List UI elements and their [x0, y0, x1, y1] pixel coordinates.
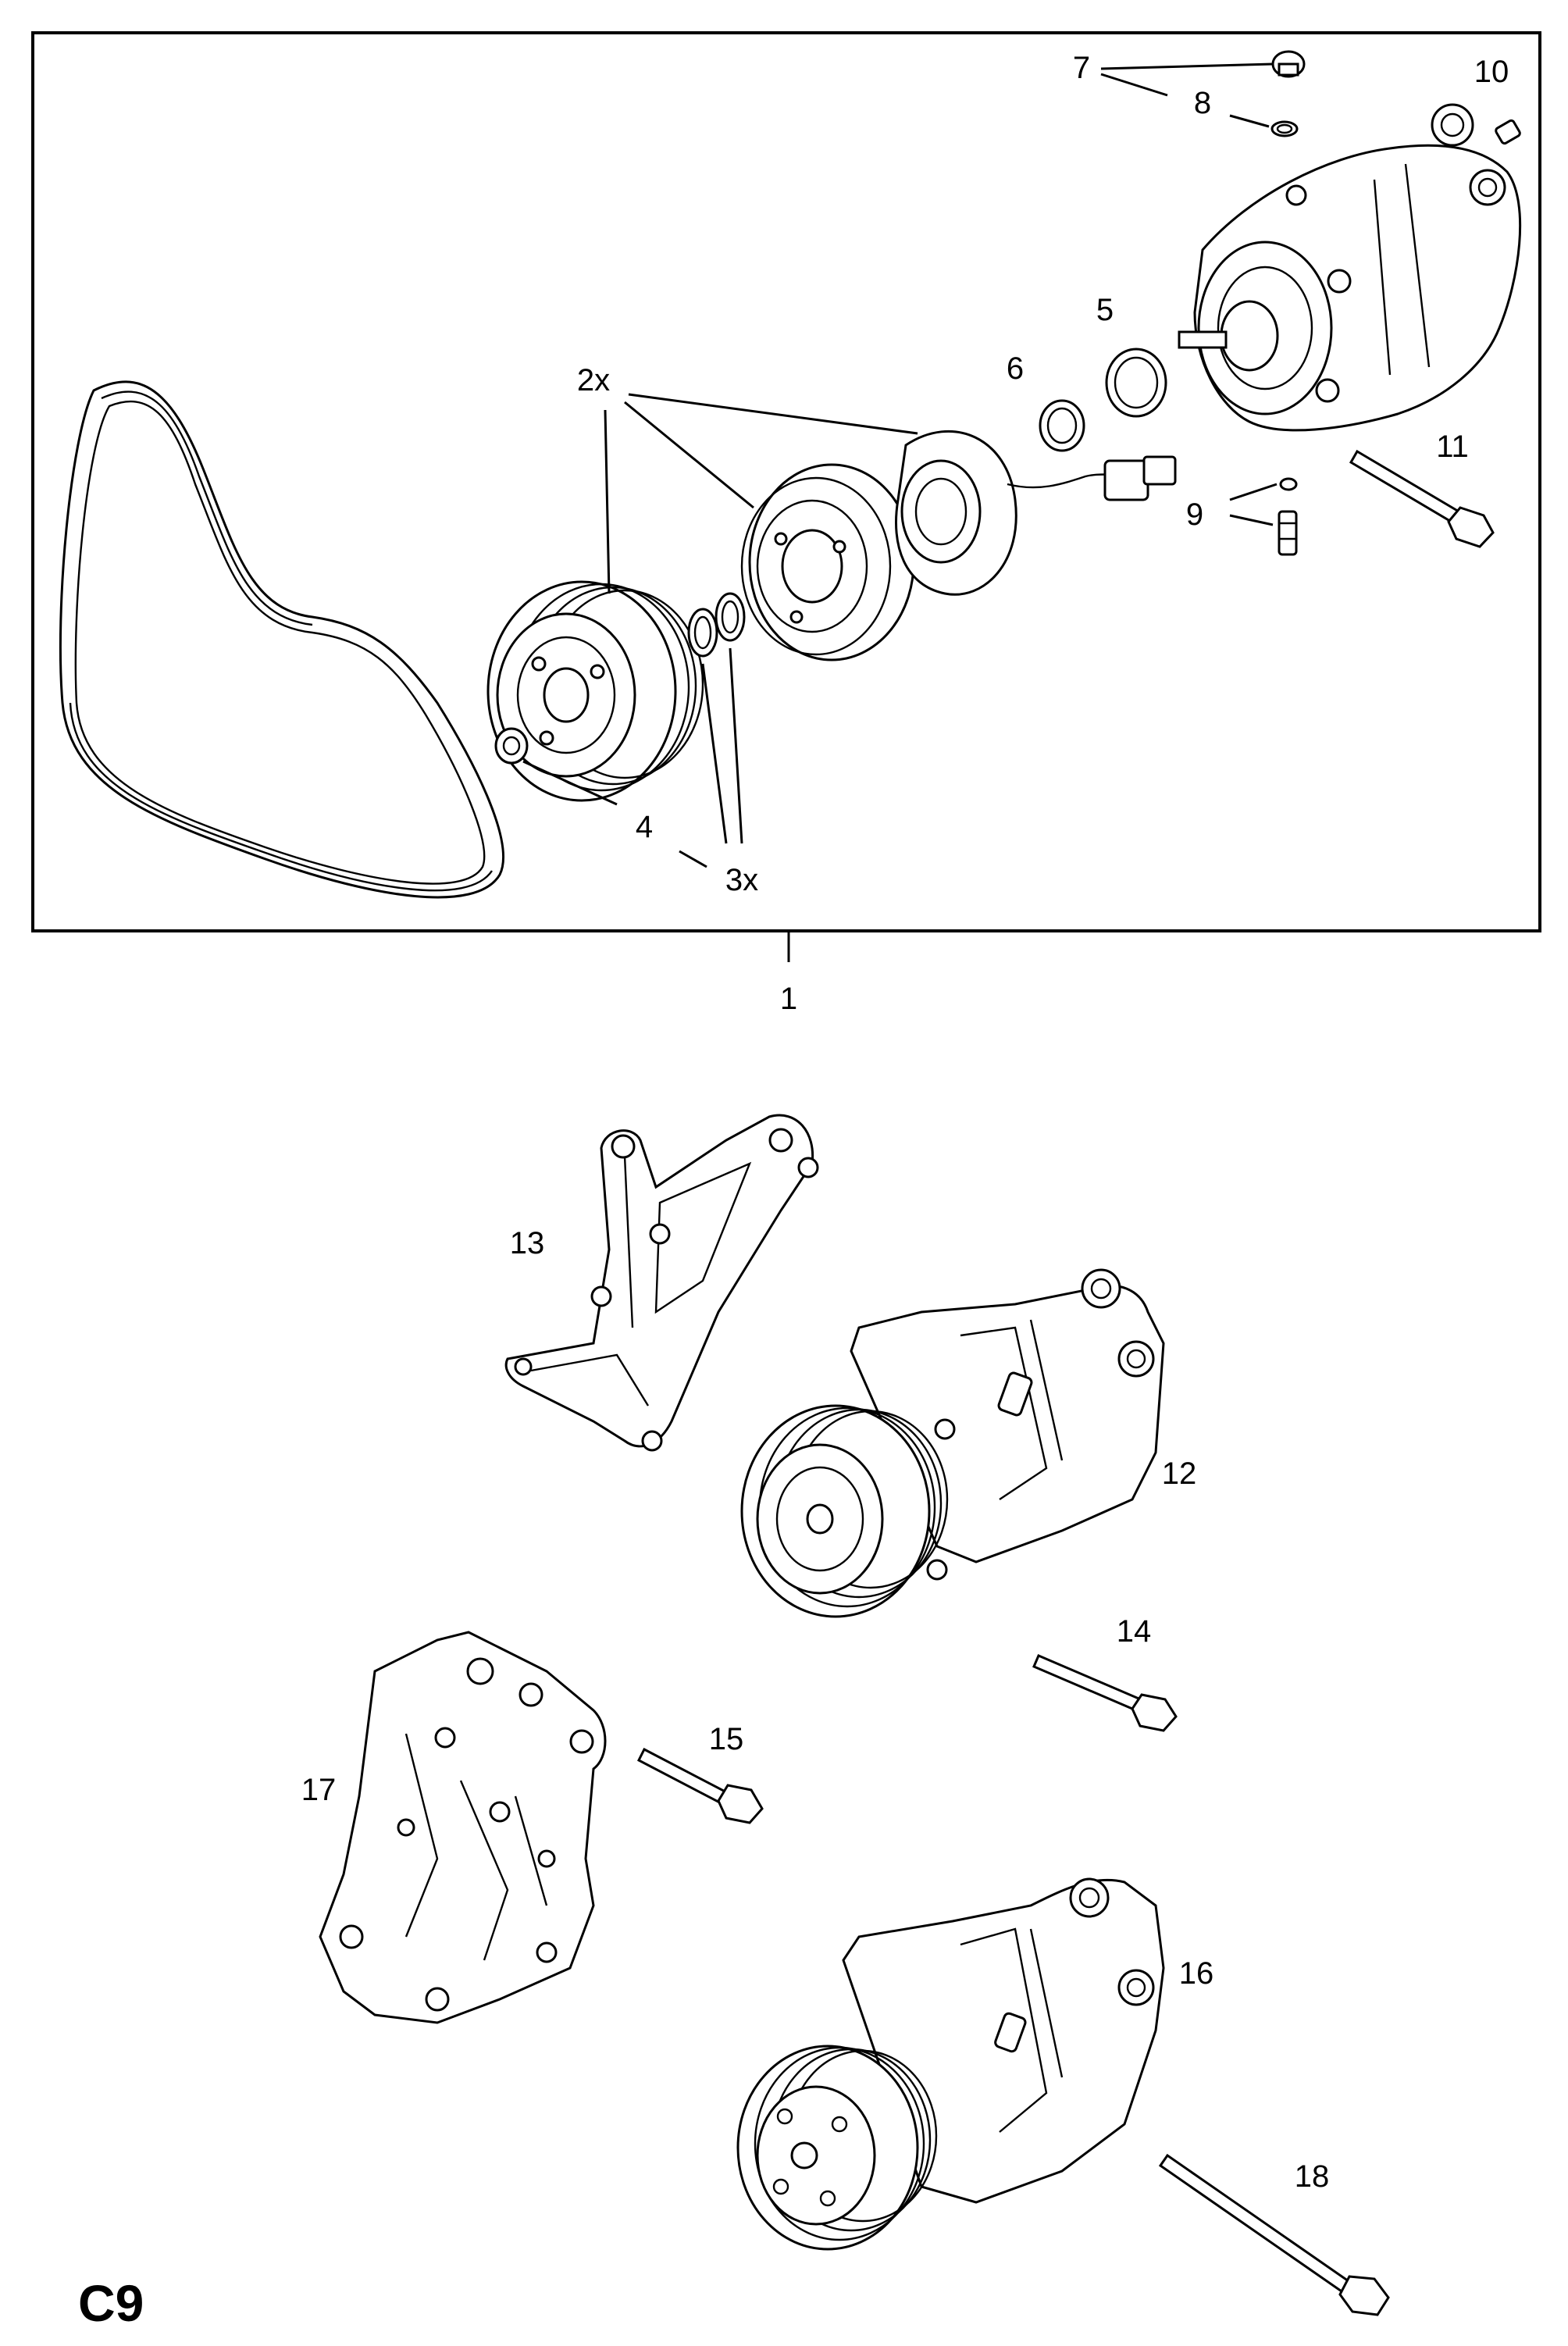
- bolt-18: [1158, 2153, 1390, 2316]
- callout-11: 11: [1436, 430, 1469, 464]
- compressor-16: [736, 1877, 1165, 2251]
- bolt-14: [1032, 1654, 1178, 1732]
- nut-4: [494, 727, 529, 765]
- shim-washers: [687, 592, 746, 658]
- o-ring-8: [1270, 120, 1299, 137]
- plug-7: [1271, 50, 1306, 78]
- bolt-15: [636, 1747, 764, 1824]
- clutch-pulley: [486, 580, 704, 802]
- callout-10: 10: [1474, 55, 1509, 89]
- fitting-10: [1495, 119, 1521, 145]
- callout-17: 17: [301, 1773, 337, 1807]
- relief-valve-9: [1278, 477, 1298, 556]
- clutch-hub-plate: [740, 463, 915, 661]
- callout-16: 16: [1179, 1956, 1214, 1991]
- callout-1: 1: [780, 982, 797, 1016]
- mounting-bracket-13: [504, 1114, 819, 1452]
- mounting-bracket-17: [319, 1631, 607, 2024]
- leader-lines-top: [522, 62, 1278, 868]
- bolt-11: [1349, 449, 1495, 548]
- drive-belt: [59, 380, 504, 899]
- callout-9: 9: [1186, 497, 1203, 532]
- snap-ring-5: [1105, 348, 1167, 418]
- callout-5: 5: [1096, 293, 1114, 327]
- callout-13: 13: [510, 1226, 545, 1260]
- compressor-12: [740, 1268, 1165, 1618]
- assembly-frame: [31, 31, 1541, 932]
- callout-8: 8: [1194, 86, 1211, 120]
- callout-7: 7: [1073, 51, 1090, 85]
- compressor-body-top: [1178, 103, 1522, 432]
- callout-12: 12: [1162, 1456, 1197, 1491]
- callout-14: 14: [1117, 1614, 1152, 1649]
- callout-4: 4: [636, 810, 653, 844]
- callout-2x: 2x: [577, 363, 610, 398]
- callout-6: 6: [1007, 351, 1024, 386]
- field-coil: [895, 430, 1177, 596]
- callout-15: 15: [709, 1722, 744, 1756]
- callout-18: 18: [1295, 2159, 1330, 2194]
- page-tag: C9: [78, 2274, 144, 2332]
- snap-ring-6: [1039, 399, 1085, 452]
- callout-3x: 3x: [725, 863, 758, 897]
